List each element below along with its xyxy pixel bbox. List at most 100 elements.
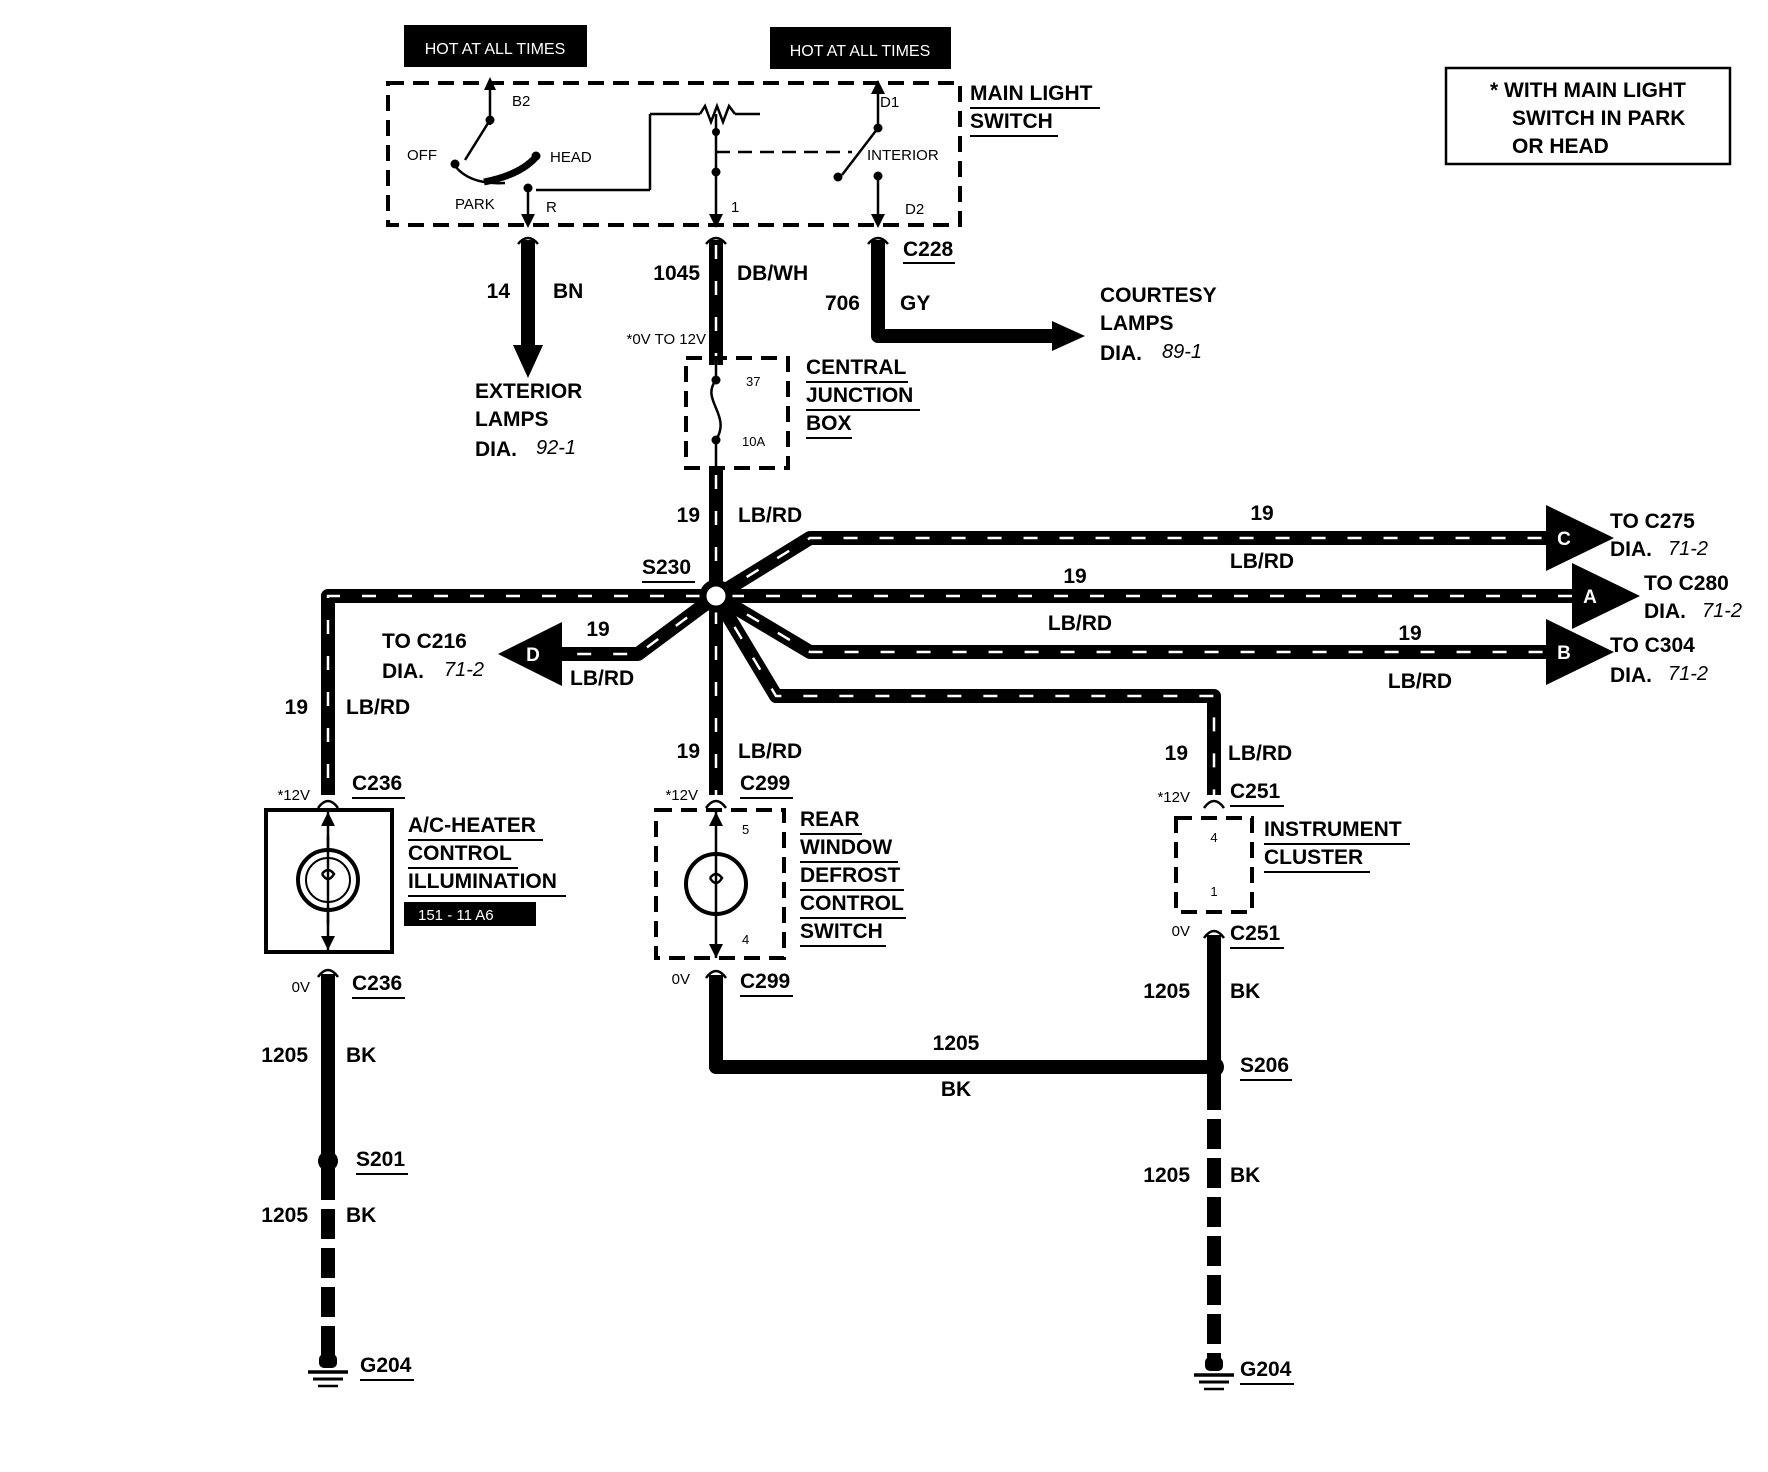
terminal-b2: B2 bbox=[512, 93, 530, 110]
pos-head: HEAD bbox=[550, 149, 592, 166]
main-switch-name-2: SWITCH bbox=[970, 110, 1053, 133]
main-light-switch-box bbox=[386, 81, 962, 227]
cjb-line-1: CENTRAL bbox=[806, 356, 906, 379]
ground-icon-right bbox=[1194, 1357, 1234, 1391]
courtesy-line-2: LAMPS bbox=[1100, 312, 1174, 335]
connector-c228: C228 bbox=[903, 238, 954, 261]
ic-bk-color-2: BK bbox=[1230, 1164, 1260, 1187]
ac-heater-box bbox=[264, 808, 394, 954]
splice-s206: S206 bbox=[1240, 1054, 1289, 1077]
hot-label-box-1 bbox=[404, 25, 587, 67]
c275-wire-num: 19 bbox=[1250, 502, 1273, 525]
ac-wire-color: LB/RD bbox=[346, 696, 410, 719]
rear-lower-connector bbox=[704, 969, 728, 979]
c275-to: TO C275 bbox=[1610, 510, 1695, 533]
arrow-c216-letter: D bbox=[526, 645, 540, 666]
c280-wire-num: 19 bbox=[1063, 565, 1086, 588]
ac-bk-color-2: BK bbox=[346, 1204, 376, 1227]
cjb-line-2: JUNCTION bbox=[806, 384, 913, 407]
exterior-line-2: LAMPS bbox=[475, 408, 549, 431]
trunk-color: LB/RD bbox=[738, 504, 802, 527]
trunk-num: 19 bbox=[677, 504, 700, 527]
rear-bk-color: BK bbox=[941, 1078, 971, 1101]
cjb-line-3: BOX bbox=[806, 412, 852, 435]
c275-wire-color: LB/RD bbox=[1230, 550, 1294, 573]
ground-icon-left bbox=[308, 1354, 348, 1388]
terminal-d1: D1 bbox=[880, 94, 899, 111]
ac-v0: 0V bbox=[292, 979, 310, 996]
rear-conn-bottom: C299 bbox=[740, 970, 790, 993]
ic-bk-num-2: 1205 bbox=[1143, 1164, 1190, 1187]
arrow-c216 bbox=[498, 622, 562, 686]
ground-g204-right: G204 bbox=[1240, 1358, 1292, 1381]
c216-wire-color: LB/RD bbox=[570, 667, 634, 690]
cjb-fuse: 10A bbox=[742, 434, 765, 449]
ic-bk-color-1: BK bbox=[1230, 980, 1260, 1003]
courtesy-line-1: COURTESY bbox=[1100, 284, 1217, 307]
ic-v12: *12V bbox=[1157, 789, 1190, 806]
arrow-c304 bbox=[1546, 619, 1614, 685]
arrow-c304-letter: B bbox=[1557, 643, 1571, 664]
instrument-cluster-box bbox=[1174, 816, 1254, 914]
note-box bbox=[1444, 66, 1732, 166]
wire-706-num: 706 bbox=[825, 292, 860, 315]
ic-line-2: CLUSTER bbox=[1264, 846, 1363, 869]
ac-line-1: A/C-HEATER bbox=[408, 814, 536, 837]
rear-ground-wire bbox=[709, 975, 1214, 1074]
rear-pin-bot: 4 bbox=[742, 932, 749, 947]
ic-conn-top: C251 bbox=[1230, 780, 1281, 803]
rear-bk-num: 1205 bbox=[933, 1032, 980, 1055]
wire-14-bn bbox=[513, 240, 543, 378]
courtesy-ref: 89-1 bbox=[1162, 341, 1202, 363]
ac-line-2: CONTROL bbox=[408, 842, 512, 865]
terminal-d2: D2 bbox=[905, 201, 924, 218]
hot-label-box-2 bbox=[770, 27, 951, 69]
fuse-10a bbox=[710, 358, 722, 468]
c304-dia: DIA. bbox=[1610, 664, 1652, 687]
rear-v0: 0V bbox=[672, 971, 690, 988]
ac-heater-bulb-icon bbox=[296, 812, 360, 950]
c304-wire-num: 19 bbox=[1398, 622, 1421, 645]
arrow-c275 bbox=[1546, 505, 1614, 571]
c280-wire-color: LB/RD bbox=[1048, 612, 1112, 635]
ic-upper-connector bbox=[1202, 799, 1226, 809]
wire-706-gy bbox=[871, 240, 1085, 351]
exterior-line-1: EXTERIOR bbox=[475, 380, 582, 403]
ac-ground-wire bbox=[318, 974, 338, 1355]
main-switch-name-1: MAIN LIGHT bbox=[970, 82, 1093, 105]
central-junction-box bbox=[684, 356, 790, 470]
note-line-2: SWITCH IN PARK bbox=[1512, 107, 1685, 130]
rear-upper-connector bbox=[704, 799, 728, 809]
ac-heater-upper-connector bbox=[316, 799, 340, 809]
c304-ref: 71-2 bbox=[1668, 663, 1708, 685]
ac-ref-box bbox=[404, 902, 536, 926]
c275-ref: 71-2 bbox=[1668, 538, 1708, 560]
wire-14-color: BN bbox=[553, 280, 583, 303]
wire-1045-color: DB/WH bbox=[737, 262, 808, 285]
rear-line-4: CONTROL bbox=[800, 892, 904, 915]
c216-dia: DIA. bbox=[382, 660, 424, 683]
ac-conn-bottom: C236 bbox=[352, 972, 402, 995]
terminal-1: 1 bbox=[731, 199, 739, 216]
c216-ref: 71-2 bbox=[444, 659, 484, 681]
arrow-c280-letter: A bbox=[1583, 587, 1597, 608]
arrow-c275-letter: C bbox=[1557, 529, 1571, 550]
exterior-ref: 92-1 bbox=[536, 437, 576, 459]
ic-wire-color: LB/RD bbox=[1228, 742, 1292, 765]
ac-heater-lower-connector bbox=[316, 968, 340, 978]
c304-to: TO C304 bbox=[1610, 634, 1695, 657]
splice-s201: S201 bbox=[356, 1148, 405, 1171]
hot-label-1: HOT AT ALL TIMES bbox=[425, 41, 566, 58]
rear-v12: *12V bbox=[665, 787, 698, 804]
rear-line-3: DEFROST bbox=[800, 864, 901, 887]
rear-defrost-bulb-icon bbox=[684, 812, 748, 958]
ic-pin-top: 4 bbox=[1210, 830, 1217, 845]
ic-ground-wire bbox=[1204, 935, 1224, 1358]
ac-wire-num: 19 bbox=[285, 696, 308, 719]
ic-pin-bot: 1 bbox=[1210, 884, 1217, 899]
rear-defrost-box bbox=[654, 808, 786, 960]
exterior-dia: DIA. bbox=[475, 438, 517, 461]
rear-wire-num: 19 bbox=[677, 740, 700, 763]
pos-interior: INTERIOR bbox=[867, 147, 939, 164]
hot-label-2: HOT AT ALL TIMES bbox=[790, 43, 931, 60]
